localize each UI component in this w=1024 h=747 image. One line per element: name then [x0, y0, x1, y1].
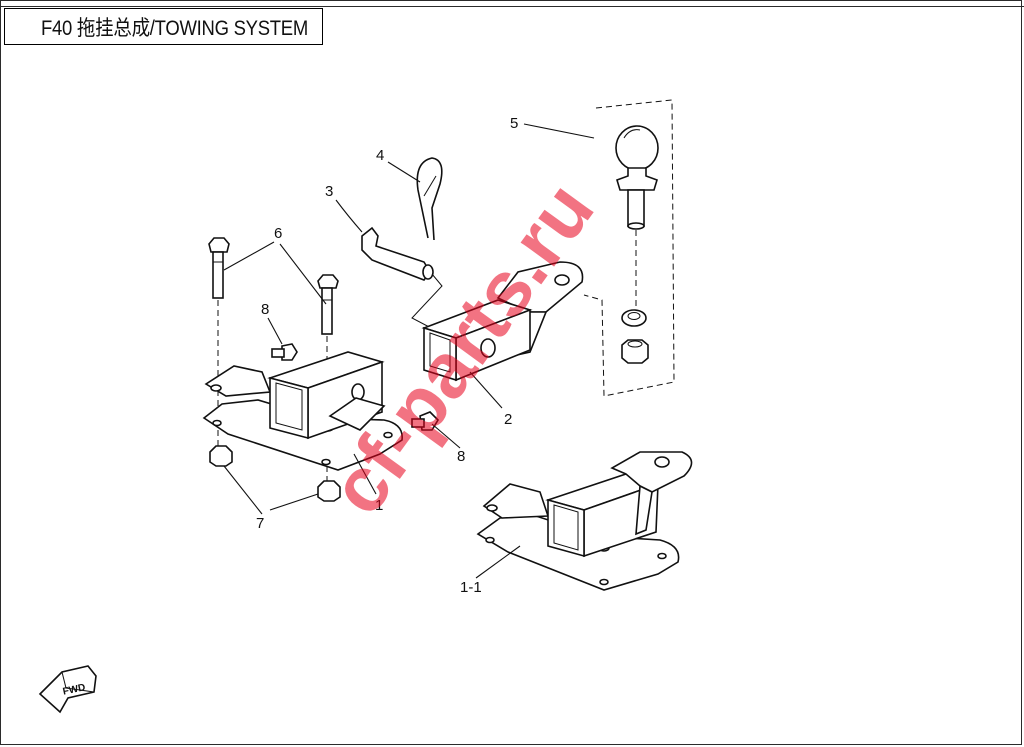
frame-top-rule [0, 6, 1024, 7]
part-6-bolt-right[interactable] [317, 274, 339, 335]
part-5-lock-washer[interactable] [621, 309, 647, 327]
callout-1: 1 [375, 497, 383, 514]
part-3-hitch-pin[interactable] [361, 226, 434, 281]
callout-leaders [223, 123, 595, 579]
callout-4: 4 [376, 147, 384, 164]
title-block: F40 拖挂总成/TOWING SYSTEM [4, 8, 323, 45]
callout-1-1: 1-1 [460, 579, 482, 596]
part-1-1-bracket[interactable] [476, 451, 693, 591]
part-7-nut-right[interactable] [317, 480, 341, 502]
part-8-bolt-upper[interactable] [271, 343, 298, 361]
fwd-label: FWD [62, 682, 87, 697]
callout-8-upper: 8 [261, 301, 269, 318]
callout-7: 7 [256, 515, 264, 532]
part-2-drawbar[interactable] [421, 261, 584, 382]
fwd-direction-badge: FWD [38, 665, 97, 714]
callout-8-lower: 8 [457, 448, 465, 465]
callout-5: 5 [510, 115, 518, 132]
watermark: cf-parts.ru [313, 166, 611, 530]
part-1-receiver-bracket[interactable] [202, 351, 403, 471]
part-5-nut[interactable] [621, 339, 649, 364]
part-4-hitch-pin-clip[interactable] [416, 157, 443, 241]
callout-2: 2 [504, 411, 512, 428]
part-6-bolt-left[interactable] [208, 237, 230, 299]
part-7-nut-left[interactable] [209, 445, 233, 467]
page-title: F40 拖挂总成/TOWING SYSTEM [41, 16, 308, 40]
callout-6: 6 [274, 225, 282, 242]
part-5-hitch-ball[interactable] [583, 99, 675, 397]
callout-3: 3 [325, 183, 333, 200]
